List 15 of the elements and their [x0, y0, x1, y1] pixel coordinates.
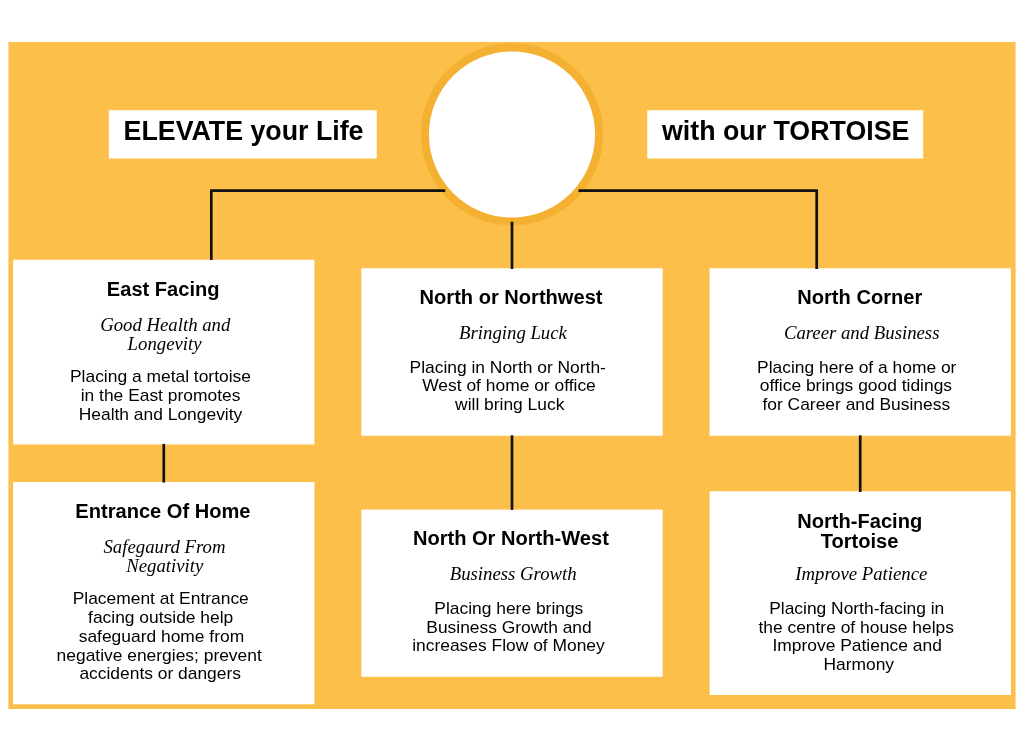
node-box: North or Northwest Bringing Luck Placing in North or North-West of home or office will bring Luck: [361, 268, 663, 436]
node-box: North Or North-West Business Growth Placing here brings Business Growth and increases Flow of Money: [361, 509, 663, 677]
node-box: North-Facing Tortoise Improve Patience Placing North-facing in the centre of house helps Improve Patience and Harmony: [709, 491, 1011, 695]
node-circle: [420, 43, 604, 226]
node-box: Entrance Of Home Safegaurd From Negativity Placement at Entrance facing outside help safeguard home from negative energies; prevent accidents or dangers: [13, 481, 315, 705]
connector: [209, 189, 446, 261]
node-box: East Facing Good Health and Longevity Placing a metal tortoise in the East promotes Health and Longevity: [13, 259, 315, 445]
connector: [510, 221, 514, 269]
connector: [578, 189, 819, 269]
node-box: North Corner Career and Business Placing here of a home or office brings good tidings for Career and Business: [709, 268, 1011, 436]
connector: [858, 435, 862, 492]
connector: [510, 435, 514, 510]
label: ELEVATE your Life: [123, 115, 364, 146]
label: with our TORTOISE: [662, 115, 910, 146]
connector: [162, 443, 166, 483]
